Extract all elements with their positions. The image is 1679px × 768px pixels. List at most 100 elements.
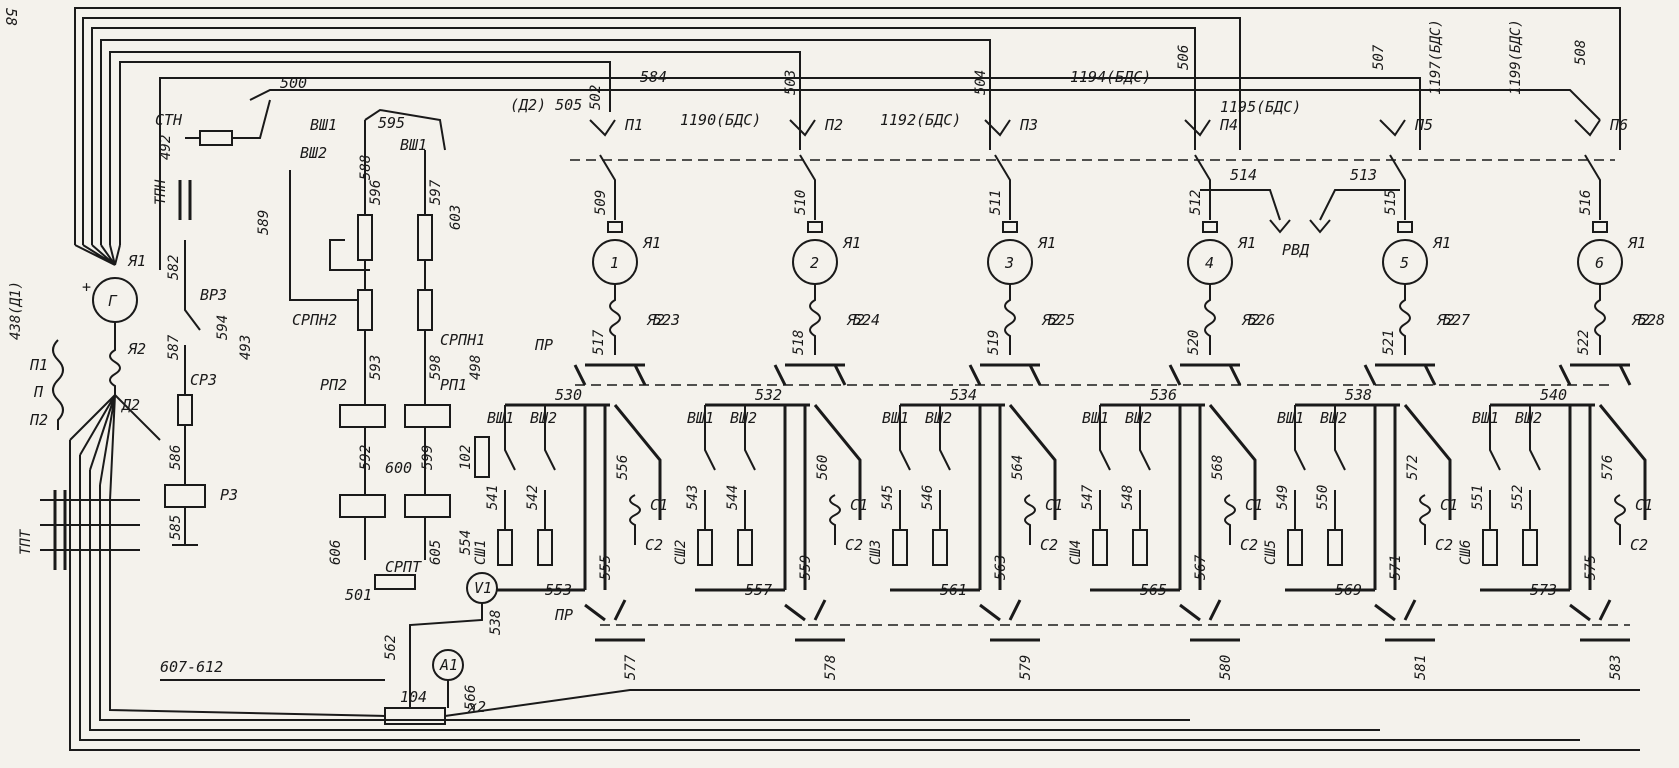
shunt-label-3: СШ3 xyxy=(868,540,884,565)
c2-label-5: С2 xyxy=(1435,536,1453,554)
svg-text:606: 606 xyxy=(328,540,344,565)
svg-text:438(Д1): 438(Д1) xyxy=(8,281,24,340)
svg-text:(Д2) 505: (Д2) 505 xyxy=(510,96,582,114)
brush-2 xyxy=(807,221,823,233)
shunt-res-b-3 xyxy=(932,529,948,566)
series-field-leads-5 xyxy=(1373,404,1452,590)
contactor-label-1: П1 xyxy=(624,116,643,134)
shunt-res-a-6 xyxy=(1482,529,1498,566)
wire-in-6: 516 xyxy=(1578,190,1594,215)
svg-text:СРПТ: СРПТ xyxy=(385,558,422,576)
terminal-block xyxy=(384,707,446,725)
wire-w2-4: 548 xyxy=(1120,485,1136,510)
reverser-bottom-3 xyxy=(979,599,1040,642)
contactor-label-6: П6 xyxy=(1609,116,1628,134)
svg-text:1190(БДС): 1190(БДС) xyxy=(680,111,761,129)
generator-plus: + xyxy=(82,278,91,296)
shunt-res-a-4 xyxy=(1092,529,1108,566)
shunt-label-1: СШ1 xyxy=(473,540,489,565)
shunt-switches-4 xyxy=(1099,405,1151,530)
svg-text:595: 595 xyxy=(378,114,405,132)
wire-c2-6: 575 xyxy=(1583,555,1599,580)
svg-text:566: 566 xyxy=(463,685,479,710)
shunt-switches-6 xyxy=(1489,405,1541,530)
field-winding: П1 П П2 438(Д1) xyxy=(8,281,64,430)
svg-text:104: 104 xyxy=(400,688,427,706)
shunt-res-b-6 xyxy=(1522,529,1538,566)
wire-c2-3: 563 xyxy=(993,555,1009,580)
c2-label-4: С2 xyxy=(1240,536,1258,554)
svg-text:605: 605 xyxy=(428,540,444,565)
wire-w2-2: 544 xyxy=(725,485,741,510)
motor-arm2-6: Я2 xyxy=(1631,311,1650,329)
vsh2-label-5: ВШ2 xyxy=(1320,409,1347,427)
wire-w1-6: 551 xyxy=(1470,485,1486,510)
svg-text:102: 102 xyxy=(458,445,474,470)
series-field-leads-6 xyxy=(1568,404,1647,590)
motor-number-3: 3 xyxy=(1004,254,1014,272)
series-field-leads-2 xyxy=(783,404,862,590)
svg-text:501: 501 xyxy=(345,586,372,604)
svg-text:554: 554 xyxy=(458,530,474,555)
shunt-res-b-1 xyxy=(537,529,553,566)
vsh2-label-6: ВШ2 xyxy=(1515,409,1542,427)
wire-w1-4: 547 xyxy=(1080,484,1096,510)
reverser-bottom-4 xyxy=(1179,599,1240,642)
shunt-switches-3 xyxy=(899,405,951,530)
contactor-label-3: П3 xyxy=(1019,116,1038,134)
svg-text:603: 603 xyxy=(448,205,464,230)
svg-text:СТН: СТН xyxy=(155,111,183,129)
svg-text:СРПН1: СРПН1 xyxy=(440,331,485,349)
wire-out-3: 519 xyxy=(986,330,1002,355)
shunt-switches-5 xyxy=(1294,405,1346,530)
vsh1-label-2: ВШ1 xyxy=(687,409,714,427)
shunt-res-b-5 xyxy=(1327,529,1343,566)
svg-text:П: П xyxy=(33,383,44,401)
svg-text:СРЗ: СРЗ xyxy=(190,371,217,389)
c1-label-5: С1 xyxy=(1440,496,1458,514)
terminal-ya1: Я1 xyxy=(127,252,146,270)
shunt-res-a-5 xyxy=(1287,529,1303,566)
reverser-top-6 xyxy=(1558,363,1632,386)
svg-text:596: 596 xyxy=(368,180,384,205)
wire-c-5: 572 xyxy=(1405,455,1421,480)
wire-pr-1: 577 xyxy=(623,654,639,680)
terminal-d2: Д2 xyxy=(120,396,140,414)
svg-text:594: 594 xyxy=(215,315,231,340)
svg-text:607-612: 607-612 xyxy=(160,658,223,676)
reverser-top-3 xyxy=(968,363,1042,386)
bus-label-2: 532 xyxy=(755,386,782,404)
wire-pr-3: 579 xyxy=(1018,655,1034,680)
svg-text:1192(БДС): 1192(БДС) xyxy=(880,111,961,129)
svg-text:РВД: РВД xyxy=(1282,241,1310,259)
c1-label-2: С1 xyxy=(850,496,868,514)
wire-pr-2: 578 xyxy=(823,655,839,680)
vsh1-label-1: ВШ1 xyxy=(487,409,514,427)
svg-text:593: 593 xyxy=(368,355,384,380)
shunt-label-5: СШ5 xyxy=(1263,540,1279,565)
reverser-bottom-1 xyxy=(584,599,645,642)
wire-pr-5: 581 xyxy=(1413,655,1429,680)
contactor-2 xyxy=(789,119,816,220)
motor-number-6: 6 xyxy=(1595,254,1604,272)
vsh1-label-6: ВШ1 xyxy=(1472,409,1499,427)
svg-text:500: 500 xyxy=(280,74,307,92)
reverser-top-5 xyxy=(1363,363,1437,386)
c1-label-3: С1 xyxy=(1045,496,1063,514)
armature-winding-1 xyxy=(609,284,621,355)
vsh2-label-3: ВШ2 xyxy=(925,409,952,427)
svg-text:562: 562 xyxy=(383,635,399,660)
svg-text:587: 587 xyxy=(166,334,182,360)
vsh1-label-4: ВШ1 xyxy=(1082,409,1109,427)
svg-text:A1: A1 xyxy=(439,656,458,674)
svg-text:507: 507 xyxy=(1371,44,1387,70)
svg-text:584: 584 xyxy=(640,68,667,86)
wire-c-1: 556 xyxy=(615,455,631,480)
vsh1-label-3: ВШ1 xyxy=(882,409,909,427)
armature-winding-3 xyxy=(1004,284,1016,355)
wire-s-4: 565 xyxy=(1140,581,1167,599)
svg-text:503: 503 xyxy=(783,70,799,95)
shunt-res-a-1 xyxy=(497,529,513,566)
pr-top-label: ПР xyxy=(534,336,553,354)
